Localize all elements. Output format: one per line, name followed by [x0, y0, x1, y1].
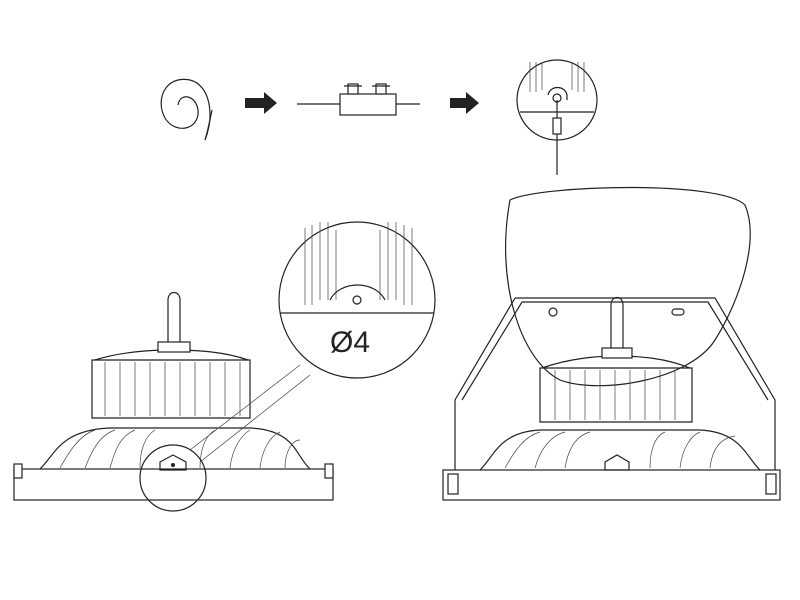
- arrow-icon: [450, 92, 479, 114]
- high-bay-lamp-left: [13, 291, 334, 512]
- arrow-icon: [245, 92, 277, 114]
- high-bay-lamp-with-bracket: [442, 186, 781, 501]
- hole-diameter-label: Ø4: [330, 326, 370, 359]
- hook-detail-magnifier: [516, 59, 598, 175]
- hole-diameter-magnifier: Ø4: [278, 221, 436, 379]
- wire-clamp-icon: [297, 83, 420, 116]
- coiled-wire-icon: [160, 78, 213, 141]
